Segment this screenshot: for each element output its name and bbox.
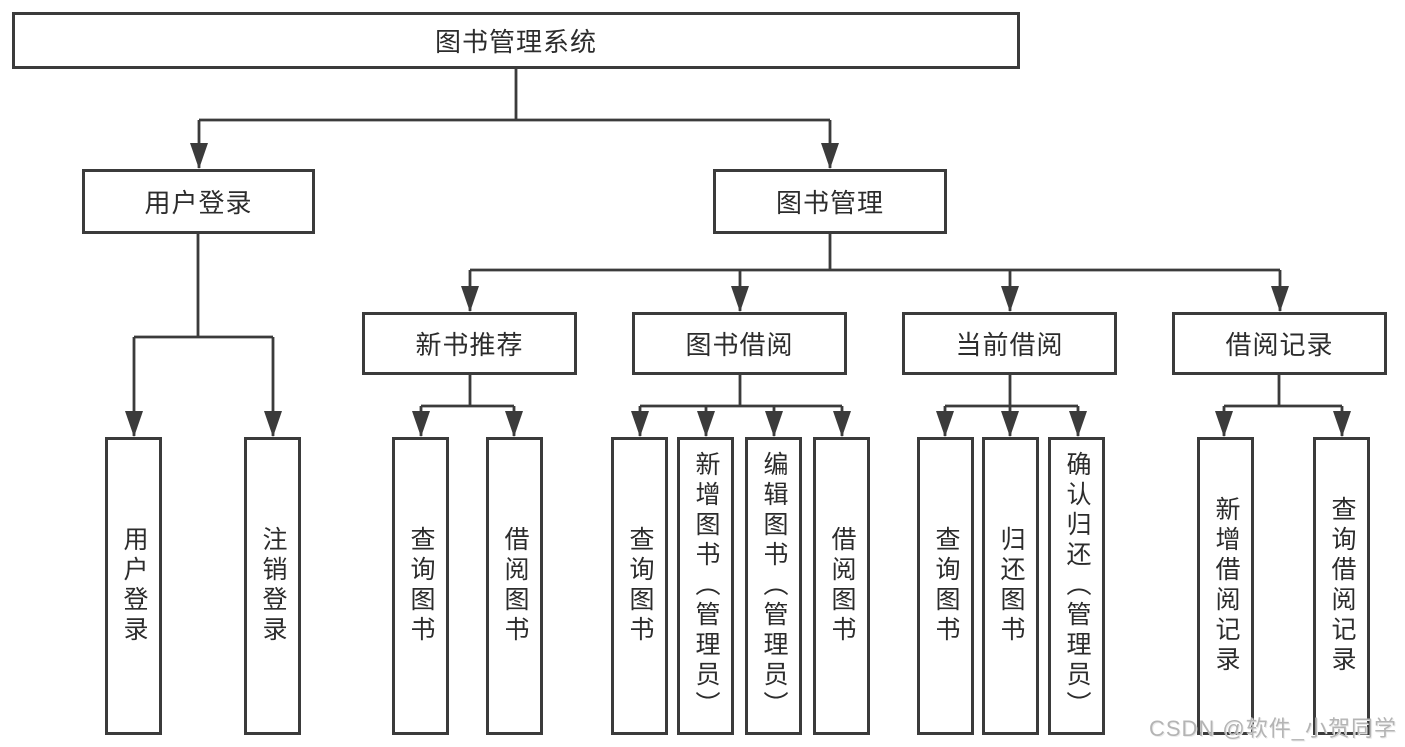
leaf-add-book-admin: 新增图书（管理员）: [677, 437, 734, 735]
leaf-edit-book-admin-label: 编辑图书（管理员）: [760, 451, 788, 721]
leaf-query-books-recommend: 查询图书: [392, 437, 449, 735]
leaf-query-books-recommend-label: 查询图书: [407, 526, 435, 646]
leaf-user-login: 用户登录: [105, 437, 162, 735]
leaf-add-borrow-record: 新增借阅记录: [1197, 437, 1254, 735]
leaf-query-books-borrowing-label: 查询图书: [626, 526, 654, 646]
leaf-edit-book-admin: 编辑图书（管理员）: [745, 437, 802, 735]
leaf-confirm-return-admin: 确认归还（管理员）: [1048, 437, 1105, 735]
node-system-root: 图书管理系统: [12, 12, 1020, 69]
csdn-watermark: CSDN @软件_小贺同学: [1148, 716, 1397, 741]
leaf-confirm-return-admin-label: 确认归还（管理员）: [1063, 451, 1091, 721]
leaf-logout-label: 注销登录: [259, 526, 287, 646]
leaf-query-books-borrowing: 查询图书: [611, 437, 668, 735]
node-book-management-label: 图书管理: [775, 188, 884, 218]
leaf-borrow-books-recommend: 借阅图书: [486, 437, 543, 735]
leaf-logout: 注销登录: [244, 437, 301, 735]
leaf-borrow-books-recommend-label: 借阅图书: [501, 526, 529, 646]
node-user-login-label: 用户登录: [144, 188, 253, 218]
node-current-borrowing-label: 当前借阅: [955, 330, 1064, 360]
leaf-borrow-books: 借阅图书: [813, 437, 870, 735]
node-book-borrowing-label: 图书借阅: [685, 330, 794, 360]
node-system-root-label: 图书管理系统: [434, 27, 597, 57]
leaf-query-books-current-label: 查询图书: [932, 526, 960, 646]
node-borrowing-records-label: 借阅记录: [1225, 330, 1334, 360]
leaf-borrow-books-label: 借阅图书: [828, 526, 856, 646]
leaf-query-borrow-record: 查询借阅记录: [1313, 437, 1370, 735]
leaf-query-books-current: 查询图书: [917, 437, 974, 735]
leaf-add-borrow-record-label: 新增借阅记录: [1212, 496, 1240, 676]
node-current-borrowing: 当前借阅: [902, 312, 1117, 375]
leaf-query-borrow-record-label: 查询借阅记录: [1328, 496, 1356, 676]
leaf-user-login-label: 用户登录: [120, 526, 148, 646]
node-book-management: 图书管理: [713, 169, 947, 234]
node-user-login: 用户登录: [82, 169, 315, 234]
node-borrowing-records: 借阅记录: [1172, 312, 1387, 375]
node-new-book-recommend: 新书推荐: [362, 312, 577, 375]
node-book-borrowing: 图书借阅: [632, 312, 847, 375]
leaf-return-books: 归还图书: [982, 437, 1039, 735]
leaf-return-books-label: 归还图书: [997, 526, 1025, 646]
node-new-book-recommend-label: 新书推荐: [415, 330, 524, 360]
leaf-add-book-admin-label: 新增图书（管理员）: [692, 451, 720, 721]
